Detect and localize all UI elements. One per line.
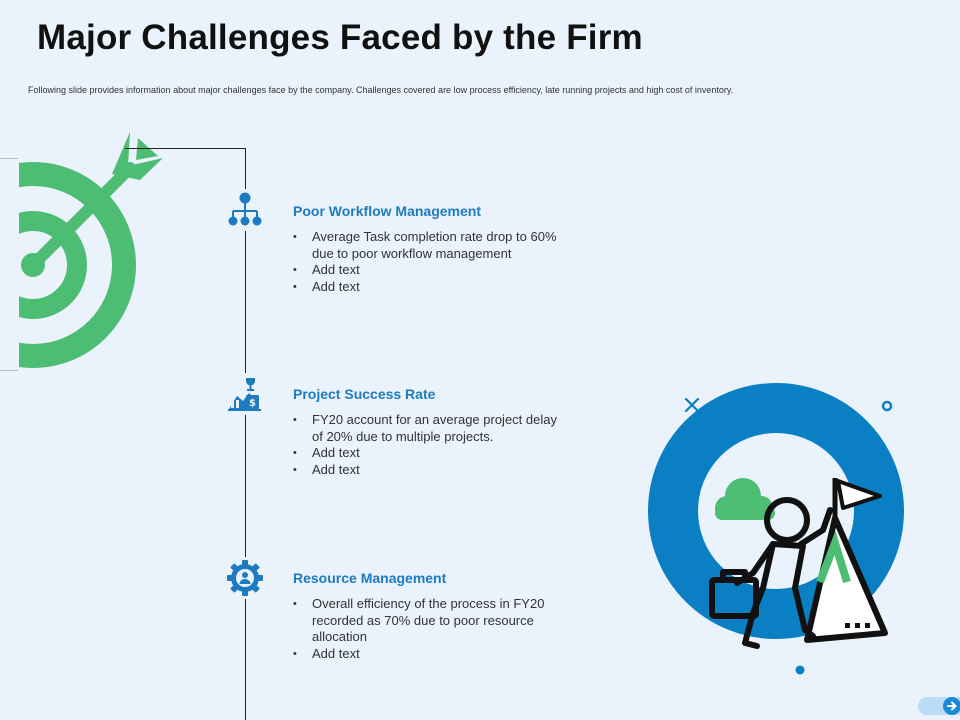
timeline-connector — [125, 148, 246, 149]
section-icon-wrap — [224, 557, 266, 599]
page-title: Major Challenges Faced by the Firm — [37, 18, 643, 57]
section-title: Resource Management — [293, 570, 447, 586]
next-slide-button[interactable] — [943, 697, 960, 715]
target-arrow-icon — [19, 132, 163, 368]
bullet-item: Add text — [293, 279, 563, 296]
bullet-item: Add text — [293, 462, 563, 479]
edge-divider — [0, 158, 18, 159]
bullet-item: Overall efficiency of the process in FY2… — [293, 596, 563, 646]
hierarchy-icon — [228, 192, 262, 226]
bullet-item: Add text — [293, 445, 563, 462]
bullet-list: Average Task completion rate drop to 60%… — [293, 229, 563, 295]
bullet-item: Add text — [293, 646, 563, 663]
climber-flag-illustration — [648, 383, 904, 675]
arrow-right-icon — [947, 701, 957, 711]
bullet-item: Average Task completion rate drop to 60%… — [293, 229, 563, 262]
section-icon-wrap: $ — [224, 373, 266, 415]
bullet-item: Add text — [293, 262, 563, 279]
edge-divider — [0, 370, 18, 371]
section-resource-management: Resource Management Overall efficiency o… — [293, 570, 563, 662]
section-title: Poor Workflow Management — [293, 203, 481, 219]
trophy-growth-icon: $ — [228, 378, 261, 411]
timeline-line — [245, 148, 246, 720]
section-title: Project Success Rate — [293, 386, 436, 402]
section-icon-wrap — [224, 189, 266, 231]
page-subtitle: Following slide provides information abo… — [28, 85, 734, 95]
bullet-item: FY20 account for an average project dela… — [293, 412, 563, 445]
gear-user-icon — [227, 560, 263, 596]
bullet-list: Overall efficiency of the process in FY2… — [293, 596, 563, 662]
bullet-list: FY20 account for an average project dela… — [293, 412, 563, 478]
section-project-success: Project Success Rate FY20 account for an… — [293, 386, 563, 478]
section-poor-workflow: Poor Workflow Management Average Task co… — [293, 203, 563, 295]
svg-text:$: $ — [249, 398, 256, 409]
